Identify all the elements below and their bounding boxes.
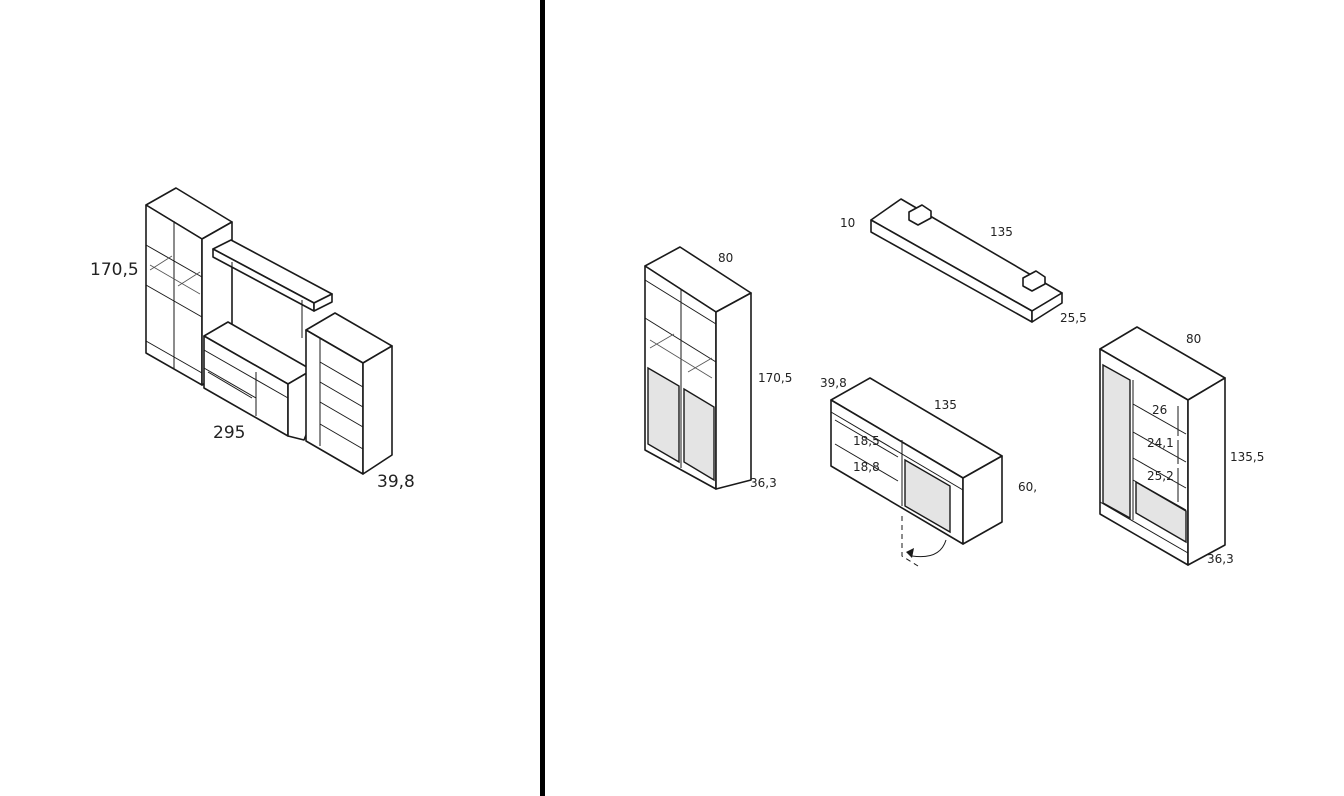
display-cabinet-shelf-2-label: 24,1 <box>1147 436 1174 450</box>
display-cabinet-height-label: 135,5 <box>1230 450 1265 464</box>
tv-unit-width-label: 135 <box>934 398 957 412</box>
shelf-drawing <box>870 198 1063 323</box>
shelf-width-label: 135 <box>990 225 1013 239</box>
shelf-depth-label: 25,5 <box>1060 311 1087 325</box>
display-cabinet-shelf-1-label: 26 <box>1152 403 1168 417</box>
tv-unit-depth-label: 39,8 <box>820 376 847 390</box>
overview-right-cabinet <box>305 312 393 475</box>
tv-unit-compartment-2-label: 18,8 <box>853 460 880 474</box>
tv-unit-height-label: 60, <box>1018 480 1038 494</box>
tv-unit-compartment-1-label: 18,5 <box>853 434 880 448</box>
tv-unit-drawing <box>830 377 1003 567</box>
display-cabinet-shelf-3-label: 25,2 <box>1147 469 1174 483</box>
overview-depth-label: 39,8 <box>377 472 415 492</box>
overview-tv-unit <box>203 321 313 441</box>
overview-height-label: 170,5 <box>90 260 139 280</box>
tall-cabinet-depth-label: 36,3 <box>750 476 777 490</box>
overview-width-label: 295 <box>213 423 246 443</box>
tall-cabinet-width-label: 80 <box>718 251 734 265</box>
tall-cabinet-drawing <box>644 246 752 490</box>
display-cabinet-drawing <box>1099 326 1226 566</box>
overview-shelf <box>212 239 333 338</box>
divider-line <box>540 0 545 796</box>
tall-cabinet-height-label: 170,5 <box>758 371 793 385</box>
display-cabinet-width-label: 80 <box>1186 332 1202 346</box>
display-cabinet-depth-label: 36,3 <box>1207 552 1234 566</box>
shelf-height-label: 10 <box>840 216 856 230</box>
overview-assembly <box>145 187 393 475</box>
